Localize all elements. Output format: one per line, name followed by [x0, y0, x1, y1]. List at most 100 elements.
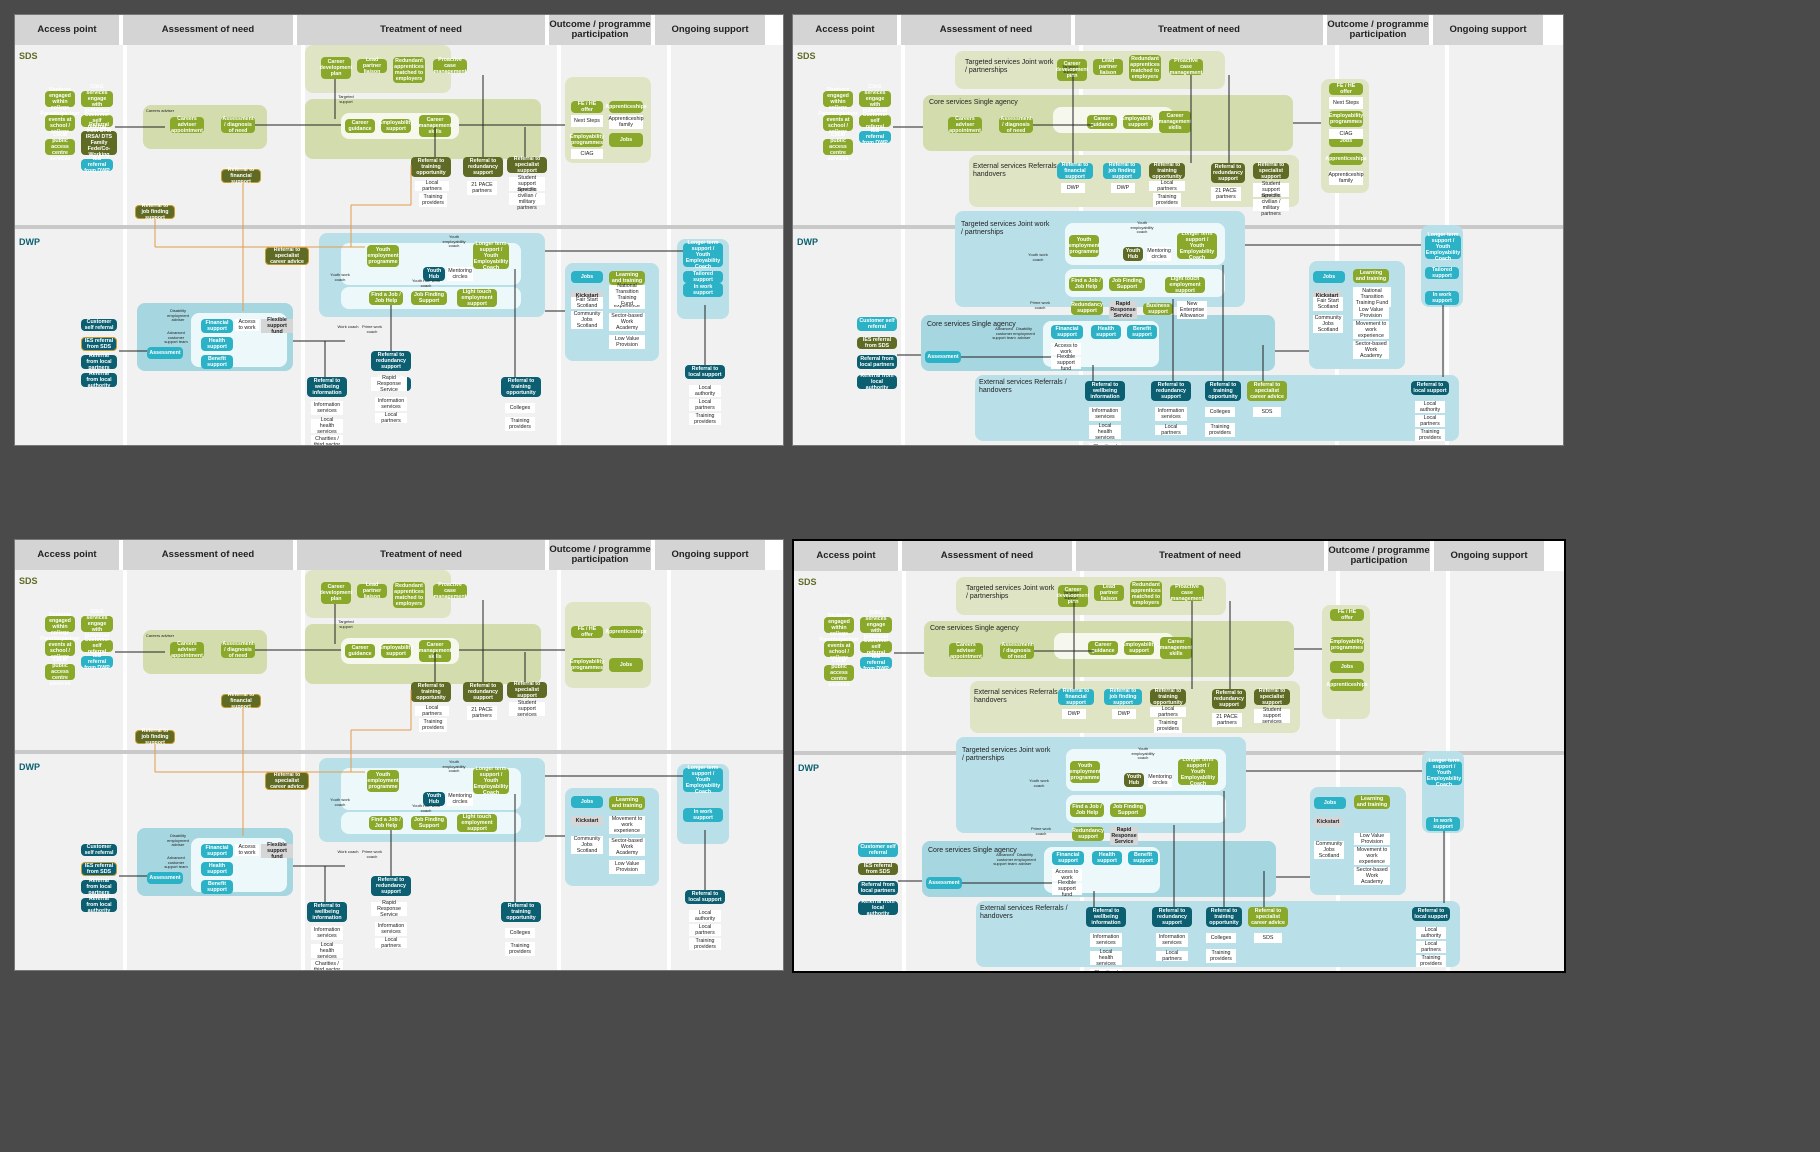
node-ref-training-sds[interactable]: Referral to training opportunity	[1149, 162, 1185, 180]
node-ref-redundancy-sds[interactable]: Referral to redundancy support	[463, 157, 503, 177]
node-longer-term-ongoing[interactable]: Longer term support / Youth Employabilit…	[1425, 232, 1461, 262]
node-local-partners-sds[interactable]: Local partners	[1149, 180, 1185, 192]
node-kickstart[interactable]: Kickstart	[1313, 291, 1341, 301]
node-local-authority[interactable]: Local authority	[689, 385, 721, 397]
node-in-work-support[interactable]: In work support	[683, 808, 723, 822]
node-benefit-support[interactable]: Benefit support	[201, 880, 233, 894]
node-ref-local-partners[interactable]: Referral from local partners	[81, 878, 117, 896]
node-student-support[interactable]: Student support services	[1253, 181, 1289, 199]
node-local-health[interactable]: Local health services	[311, 417, 343, 435]
node-ref-redundancy-sds[interactable]: Referral to redundancy support	[1211, 163, 1245, 183]
node-ies-from-sds[interactable]: IES referral from SDS	[81, 337, 117, 351]
node-jobs-dwp[interactable]: Jobs	[1313, 271, 1345, 283]
node-fair-start[interactable]: Fair Start Scotland	[1313, 297, 1343, 311]
node-community-jobs[interactable]: Community Jobs Scotland	[1313, 315, 1343, 333]
node-kickstart[interactable]: Kickstart	[571, 291, 603, 301]
node-training-providers-on[interactable]: Training providers	[689, 413, 721, 425]
node-student-support[interactable]: Student support services	[509, 175, 545, 193]
node-training-providers-dwp[interactable]: Training providers	[1205, 423, 1235, 437]
node-ref-wellbeing[interactable]: Referral to wellbeing information	[307, 902, 347, 922]
node-charities[interactable]: Charities / third sector	[1089, 443, 1121, 445]
node-cust-self-dwp[interactable]: Customer self referral	[81, 319, 117, 331]
node-ies-from-sds[interactable]: IES referral from SDS	[858, 863, 898, 875]
node-financial-support[interactable]: Financial support	[1052, 851, 1084, 865]
node-assessment-dwp[interactable]: Assessment	[147, 872, 183, 884]
node-apprenticeships[interactable]: Apprenticeships	[605, 626, 647, 638]
node-ref-careers-advice[interactable]: Referral to specialist career advice	[1247, 381, 1287, 401]
node-info-services2[interactable]: Information services	[1156, 933, 1188, 947]
node-training-providers-on[interactable]: Training providers	[1415, 429, 1445, 441]
node-kickstart[interactable]: Kickstart	[1314, 817, 1342, 827]
node-employability-prog[interactable]: Employability programmes	[1329, 637, 1365, 653]
node-civilian-military[interactable]: Specific civilian / military partners	[1253, 193, 1289, 217]
node-apprenticeship-family[interactable]: Apprenticeship family	[608, 115, 644, 129]
node-flexible-fund[interactable]: Flexible support fund	[1051, 354, 1081, 372]
node-longer-term-ongoing[interactable]: Longer term support / Youth Employabilit…	[1426, 758, 1462, 788]
node-ref-local-support[interactable]: Referral to local support	[1411, 381, 1449, 395]
node-flexible-fund[interactable]: Flexible support fund	[261, 842, 293, 860]
node-ref-job-finding[interactable]: Referral to job finding support	[1103, 162, 1141, 180]
node-training-providers-dwp[interactable]: Training providers	[505, 942, 535, 956]
node-customer-self-sds[interactable]: Customer self referral	[860, 638, 892, 656]
node-ref-redundancy-dwp[interactable]: Referral to redundancy support	[371, 351, 411, 371]
node-info-services2[interactable]: Information services	[375, 922, 407, 936]
node-career-dev-plan[interactable]: Career development plan	[1056, 585, 1090, 607]
node-longer-term-ongoing[interactable]: Longer term support / Youth Employabilit…	[683, 765, 723, 795]
node-low-value[interactable]: Low Value Provision	[1354, 833, 1390, 845]
node-rapid-response[interactable]: Rapid Response Service	[1110, 827, 1138, 845]
node-ref-financial-sds[interactable]: Referral to financial support	[221, 167, 261, 185]
node-parents-events[interactable]: Parents/partner events at school / colle…	[819, 637, 859, 661]
node-info-services[interactable]: Information services	[1090, 933, 1122, 947]
node-ref-redundancy-sds[interactable]: Referral to redundancy support	[463, 682, 503, 702]
node-training-providers-sds[interactable]: Training providers	[419, 718, 447, 732]
node-assessment-dwp[interactable]: Assessment	[147, 347, 183, 359]
node-info-services[interactable]: Information services	[311, 401, 343, 415]
node-mentoring[interactable]: Mentoring circles	[447, 267, 473, 281]
node-ies-from-dwp[interactable]: IES referral from DWP	[81, 156, 113, 174]
node-ref-training-sds[interactable]: Referral to training opportunity	[1150, 688, 1186, 706]
node-student-support[interactable]: Student support services	[509, 700, 545, 718]
node-career-guidance[interactable]: Career guidance	[345, 119, 375, 133]
node-colleges[interactable]: Colleges	[1205, 407, 1235, 417]
node-assessment-diagnosis[interactable]: Assessment / diagnosis of need	[221, 116, 255, 134]
node-next-steps[interactable]: Next Steps	[571, 115, 603, 127]
node-ref-local-partners[interactable]: Referral from local partners	[81, 353, 117, 371]
node-assessment-dwp[interactable]: Assessment	[926, 877, 962, 889]
node-apprenticeships[interactable]: Apprenticeships	[1326, 679, 1368, 691]
node-dwp-txt[interactable]: DWP	[1111, 183, 1135, 193]
node-job-finding-support[interactable]: Job Finding Support	[411, 816, 447, 830]
node-learning-training[interactable]: Learning and training	[1354, 795, 1390, 809]
node-charities[interactable]: Charities / third sector	[1090, 969, 1122, 971]
node-civilian-military[interactable]: Specific civilian / military partners	[509, 187, 545, 211]
node-local-partners-dwp[interactable]: Local partners	[1156, 950, 1188, 962]
node-ref-local-support[interactable]: Referral to local support	[685, 365, 725, 379]
node-jobs-sds[interactable]: Jobs	[1330, 661, 1364, 673]
node-ref-local-authority[interactable]: Referral from local authority	[857, 373, 897, 391]
node-in-work-support[interactable]: In work support	[1425, 291, 1459, 305]
node-redundancy-support-dwp[interactable]: Redundancy support	[1072, 827, 1104, 841]
node-assessment-dwp[interactable]: Assessment	[925, 351, 961, 363]
node-flexible-fund[interactable]: Flexible support fund	[1052, 880, 1082, 898]
node-career-guidance[interactable]: Career guidance	[345, 644, 375, 658]
node-local-partners-sds[interactable]: Local partners	[1150, 706, 1186, 718]
node-youth-emp-prog[interactable]: Youth employment programme	[367, 770, 399, 792]
node-apprenticeships[interactable]: Apprenticeships	[1325, 153, 1367, 165]
node-employability-support[interactable]: Employability support	[378, 644, 414, 658]
node-mentoring[interactable]: Mentoring circles	[1148, 773, 1172, 787]
node-ciag-services[interactable]: CIAG services engage with individual	[860, 610, 892, 640]
node-youth-hub[interactable]: Youth Hub	[1124, 773, 1144, 787]
node-national-transition[interactable]: National Transition Training Fund	[609, 283, 645, 307]
node-students-college[interactable]: Students engaged within college	[45, 612, 75, 636]
node-fe-he[interactable]: FE / HE offer	[571, 626, 603, 638]
node-apprenticeships[interactable]: Apprenticeships	[605, 101, 647, 113]
node-find-job[interactable]: Find a Job / Job Help	[369, 291, 403, 305]
node-ies-from-dwp[interactable]: IES referral from DWP	[81, 653, 113, 671]
node-financial-support[interactable]: Financial support	[1051, 325, 1083, 339]
node-sds-txt[interactable]: SDS	[1253, 407, 1281, 417]
node-local-public[interactable]: Local public access centre services	[45, 132, 75, 162]
node-longer-term-ongoing[interactable]: Longer term support / Youth Employabilit…	[683, 240, 723, 270]
node-learning-training[interactable]: Learning and training	[609, 271, 645, 285]
node-in-work-support[interactable]: In work support	[683, 283, 723, 297]
node-in-work-support[interactable]: In work support	[1426, 817, 1460, 831]
